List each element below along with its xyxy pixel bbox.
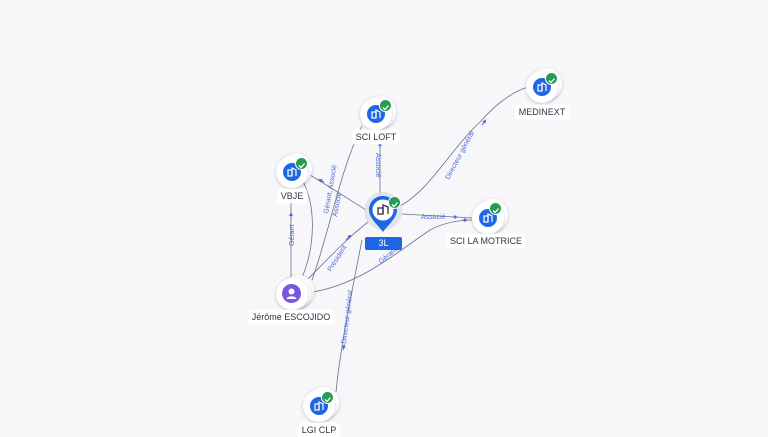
edge-label-gerant-vbje: Gérant: [289, 225, 296, 246]
check-icon: [295, 157, 308, 170]
edge-president-center[interactable]: [304, 221, 369, 283]
check-icon: [321, 391, 334, 404]
node-label-center: 3L: [365, 237, 402, 250]
check-icon: [489, 202, 502, 215]
check-icon: [379, 99, 392, 112]
edge-label-associe-loft: Associé: [374, 153, 381, 178]
node-label: SCI LOFT: [352, 130, 400, 144]
edge-label-president-center: Président: [327, 244, 349, 273]
node-label: LGI CLP: [298, 423, 340, 437]
edge-associe-motrice[interactable]: [401, 213, 473, 219]
user-icon: [282, 284, 301, 303]
edge-label-directeur-general-medinext: Directeur général: [445, 130, 477, 181]
node-label: MEDINEXT: [515, 105, 569, 119]
edge-directeur-general-medinext[interactable]: [399, 86, 529, 207]
check-icon: [388, 196, 401, 209]
node-label: VBJE: [277, 189, 307, 203]
edge-label-associe-vbje: Associé: [332, 192, 343, 217]
edge-label-directeur-general-lgi: Directeur général: [341, 290, 355, 345]
edge-label-associe-motrice: Associé: [421, 214, 446, 221]
node-label: Jérôme ESCOJIDO: [248, 310, 334, 324]
edge-jerome-vbje-second[interactable]: [299, 175, 313, 283]
edge-gerant-motrice[interactable]: [311, 219, 475, 293]
edge-gerant-associe-vbje[interactable]: [304, 171, 367, 211]
check-icon: [545, 72, 558, 85]
node-label: SCI LA MOTRICE: [446, 234, 526, 248]
edge-directeur-general-lgi[interactable]: [335, 239, 363, 393]
